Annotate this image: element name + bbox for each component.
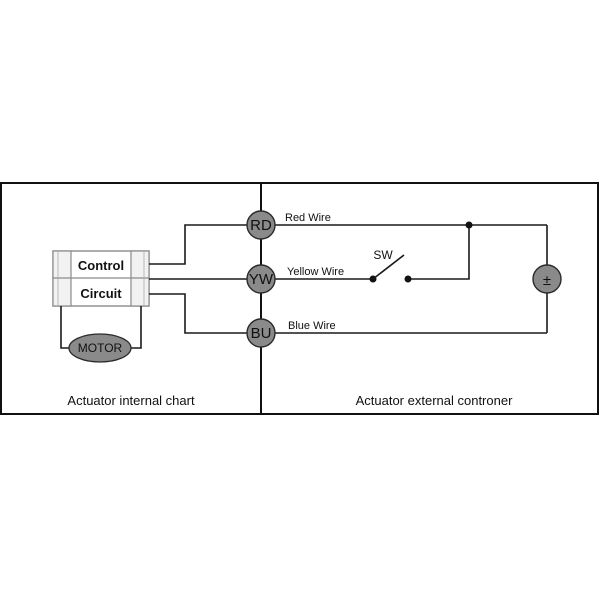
motor-wire-right: [131, 306, 142, 349]
red-wire-label: Red Wire: [285, 212, 331, 224]
internal-blue-wire: [149, 293, 248, 334]
motor-wire-left: [60, 306, 70, 349]
internal-caption: Actuator internal chart: [67, 393, 195, 408]
power-supply: ±: [532, 264, 562, 294]
yellow-wire-label: Yellow Wire: [287, 266, 344, 278]
supply-symbol: ±: [543, 272, 551, 289]
switch-return-wire: [408, 225, 470, 280]
terminal-yw-label: YW: [249, 271, 274, 288]
circuit-label: Circuit: [80, 286, 122, 301]
control-circuit-box: Control Circuit: [52, 250, 150, 307]
terminal-rd-label: RD: [250, 217, 272, 234]
diagram-frame: [0, 182, 599, 415]
internal-red-wire: [149, 224, 248, 265]
terminal-bu-label: BU: [251, 325, 272, 342]
terminal-bu: BU: [246, 318, 276, 348]
motor: MOTOR: [68, 333, 132, 363]
switch: SW: [369, 248, 412, 283]
switch-contact-right: [404, 275, 412, 283]
switch-lever: [372, 254, 405, 280]
external-caption: Actuator external controner: [356, 393, 513, 408]
blue-wire-label: Blue Wire: [288, 320, 336, 332]
junction-dot: [465, 221, 473, 229]
terminal-rd: RD: [246, 210, 276, 240]
motor-label: MOTOR: [78, 341, 123, 355]
control-label: Control: [78, 258, 124, 273]
terminal-yw: YW: [246, 264, 276, 294]
switch-label: SW: [373, 248, 393, 262]
